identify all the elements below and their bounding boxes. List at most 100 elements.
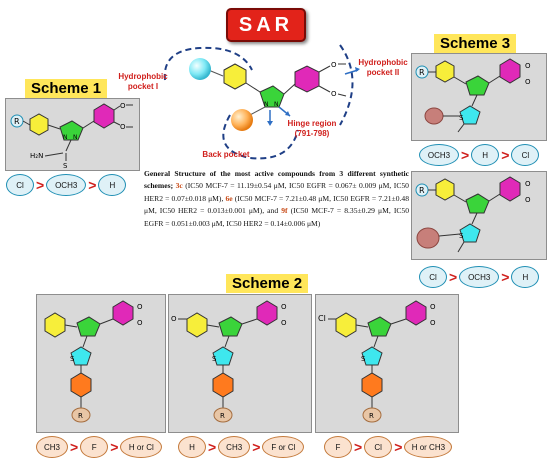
svg-text:N: N — [63, 134, 68, 141]
hydrophobic-pocket-1-label: Hydrophobic pocket I — [118, 72, 168, 91]
description-intro: General Structure of the most active com… — [144, 169, 409, 191]
scheme3-top-order-2: H — [471, 144, 500, 166]
hinge-range-label: (791-798) — [294, 129, 330, 138]
scheme3-panel-bottom: R O O S — [411, 171, 547, 260]
scheme2-p2-order-1: H — [178, 436, 206, 458]
scheme1-panel: R N N O O H₂N S — [5, 98, 140, 171]
scheme2-p1-order-1: CH3 — [36, 436, 68, 458]
pyrazole-ring-green — [259, 85, 285, 108]
scheme3-bottom-order-1: Cl — [419, 266, 447, 288]
scheme2-panel-3: Cl O O S R — [315, 294, 459, 433]
scheme3-order-top: OCH3 > H > Cl — [419, 144, 540, 166]
scheme2-molecule-1: O O S R — [44, 300, 143, 423]
svg-text:H₂N: H₂N — [30, 152, 43, 160]
scheme2-molecule-3: Cl O O S R — [318, 300, 436, 423]
compound-9f: 9f — [281, 206, 288, 216]
svg-text:N: N — [73, 134, 78, 141]
sar-title-box: SAR — [226, 8, 306, 42]
scheme2-panel-1-order: CH3 > F > H or Cl — [36, 436, 163, 458]
svg-text:R: R — [14, 117, 20, 126]
greater-than-icon: > — [110, 439, 119, 455]
svg-text:O: O — [171, 315, 177, 323]
scheme3-order-bottom: Cl > OCH3 > H — [419, 266, 540, 288]
scheme1-title: Scheme 1 — [25, 79, 108, 98]
scheme3-bottom-order-3: H — [511, 266, 540, 288]
svg-text:O: O — [331, 90, 337, 98]
svg-text:O: O — [525, 196, 531, 204]
scheme2-p3-order-2: Cl — [364, 436, 393, 458]
svg-text:O: O — [120, 102, 126, 110]
scheme2-p1-order-3: H or Cl — [120, 436, 163, 458]
sar-title: SAR — [238, 13, 294, 36]
greater-than-icon: > — [354, 439, 363, 455]
dimethoxyphenyl-ring-magenta — [294, 65, 320, 93]
scheme2-p2-order-2: CH3 — [218, 436, 251, 458]
svg-text:R: R — [419, 186, 425, 195]
greater-than-icon: > — [449, 269, 458, 285]
svg-text:S: S — [70, 355, 75, 363]
scheme2-p3-order-1: F — [324, 436, 352, 458]
svg-text:S: S — [459, 232, 464, 240]
greater-than-icon: > — [461, 147, 470, 163]
scheme1-order-2: OCH3 — [46, 174, 87, 196]
svg-text:O: O — [137, 303, 143, 311]
svg-text:O: O — [430, 319, 436, 327]
scheme3-top-order-1: OCH3 — [419, 144, 459, 166]
back-pocket-sphere — [231, 109, 253, 131]
greater-than-icon: > — [208, 439, 217, 455]
svg-text:O: O — [525, 62, 531, 70]
scheme2-panel-2-order: H > CH3 > F or Cl — [178, 436, 305, 458]
scheme3-panel-top: R O O S — [411, 53, 547, 141]
scheme2-panel-3-order: F > Cl > H or CH3 — [324, 436, 453, 458]
greater-than-icon: > — [70, 439, 79, 455]
scheme2-p1-order-2: F — [80, 436, 109, 458]
svg-text:O: O — [430, 303, 436, 311]
svg-text:O: O — [331, 61, 337, 69]
greater-than-icon: > — [501, 147, 510, 163]
scheme3-molecule-top: R O O S — [415, 58, 531, 133]
scheme3-bottom-order-2: OCH3 — [459, 266, 500, 288]
compound-3c-values: (IC50 MCF-7 = 11.19±0.54 μM, IC50 EGFR =… — [144, 181, 409, 203]
scheme1-order: Cl > OCH3 > H — [6, 174, 127, 196]
svg-text:O: O — [137, 319, 143, 327]
scheme2-p2-order-3: F or Cl — [262, 436, 305, 458]
svg-text:S: S — [212, 355, 217, 363]
svg-text:Cl: Cl — [318, 314, 326, 323]
general-structure-diagram: N N O O — [163, 44, 360, 160]
svg-text:S: S — [459, 114, 464, 122]
hinge-region-label: Hinge region — [287, 119, 337, 128]
compound-6e-values: (IC50 MCF-7 = 7.21±0.48 μM, IC50 EGFR = … — [144, 193, 409, 216]
scheme3-title: Scheme 3 — [434, 34, 517, 53]
greater-than-icon: > — [36, 177, 45, 193]
scheme2-panel-1: O O S R — [36, 294, 166, 433]
svg-text:S: S — [361, 355, 366, 363]
svg-text:O: O — [281, 303, 287, 311]
hydrophobic-pocket-1-sphere — [189, 58, 211, 80]
svg-text:R: R — [419, 68, 425, 77]
greater-than-icon: > — [501, 269, 510, 285]
scheme3-molecule-bottom: R O O S — [415, 176, 531, 253]
scheme1-order-1: Cl — [6, 174, 34, 196]
phenyl-ring-yellow — [223, 63, 247, 90]
compound-9f-values: (IC50 MCF-7 = 8.35±0.29 μM, IC50 EGFR = … — [144, 206, 410, 228]
scheme2-p3-order-3: H or CH3 — [404, 436, 453, 458]
svg-text:O: O — [281, 319, 287, 327]
svg-text:R: R — [78, 412, 83, 420]
scheme1-order-3: H — [98, 174, 127, 196]
compound-3c: 3c — [175, 181, 183, 191]
svg-text:N: N — [274, 101, 279, 108]
svg-text:S: S — [63, 162, 68, 170]
svg-text:O: O — [525, 180, 531, 188]
svg-text:R: R — [369, 412, 374, 420]
greater-than-icon: > — [252, 439, 261, 455]
greater-than-icon: > — [394, 439, 403, 455]
svg-text:O: O — [120, 123, 126, 131]
scheme1-molecule: R N N O O H₂N S — [10, 102, 133, 170]
svg-text:R: R — [220, 412, 225, 420]
svg-text:N: N — [264, 101, 269, 108]
svg-text:O: O — [525, 78, 531, 86]
scheme2-molecule-2: O O O S R — [171, 300, 287, 423]
compound-6e: 6e — [225, 193, 233, 203]
general-structure-description: General Structure of the most active com… — [144, 168, 409, 230]
greater-than-icon: > — [88, 177, 97, 193]
